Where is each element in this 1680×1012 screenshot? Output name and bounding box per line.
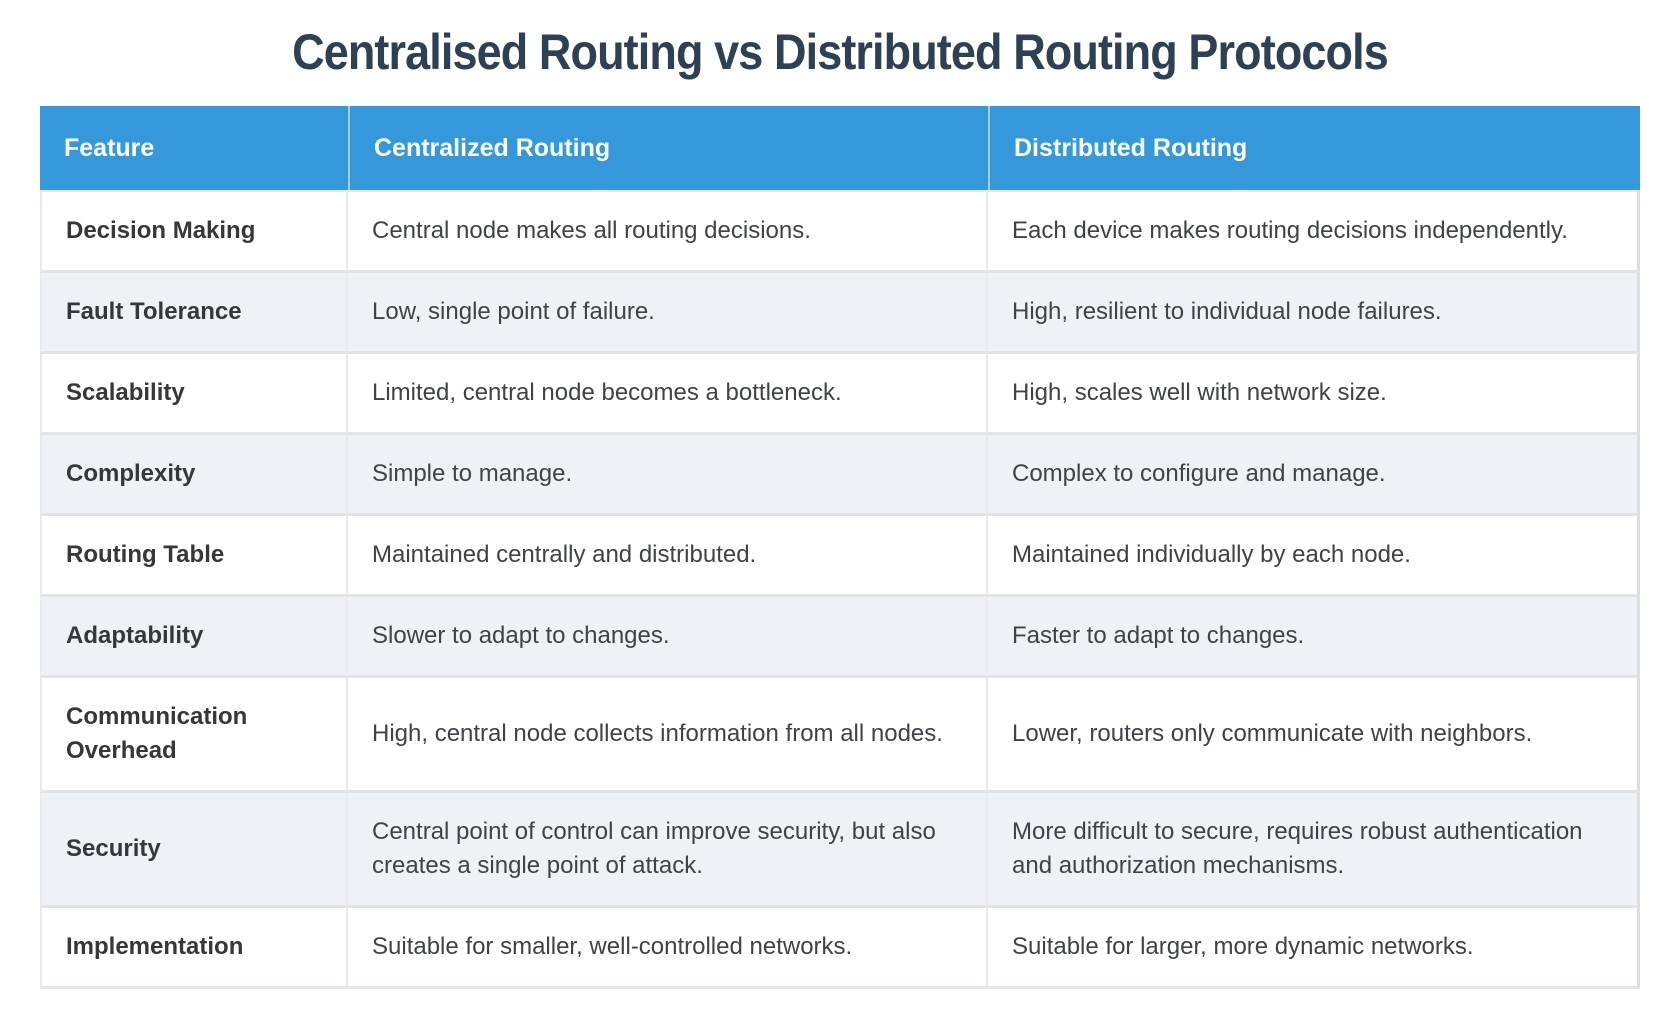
centralized-cell: Maintained centrally and distributed. bbox=[348, 516, 988, 597]
centralized-cell: Suitable for smaller, well-controlled ne… bbox=[348, 908, 988, 989]
table-row: Implementation Suitable for smaller, wel… bbox=[40, 908, 1640, 989]
feature-cell: Security bbox=[40, 793, 348, 908]
distributed-cell: High, resilient to individual node failu… bbox=[988, 273, 1640, 354]
table-header: Feature Centralized Routing Distributed … bbox=[40, 106, 1640, 190]
centralized-cell: Central point of control can improve sec… bbox=[348, 793, 988, 908]
feature-cell: Adaptability bbox=[40, 597, 348, 678]
comparison-table: Feature Centralized Routing Distributed … bbox=[40, 106, 1640, 989]
distributed-cell: Complex to configure and manage. bbox=[988, 435, 1640, 516]
distributed-cell: More difficult to secure, requires robus… bbox=[988, 793, 1640, 908]
table-body: Decision Making Central node makes all r… bbox=[40, 190, 1640, 989]
distributed-cell: Suitable for larger, more dynamic networ… bbox=[988, 908, 1640, 989]
table-row: Communication Overhead High, central nod… bbox=[40, 678, 1640, 793]
feature-cell: Communication Overhead bbox=[40, 678, 348, 793]
column-header-distributed: Distributed Routing bbox=[988, 106, 1640, 190]
table-row: Decision Making Central node makes all r… bbox=[40, 190, 1640, 273]
header-row: Feature Centralized Routing Distributed … bbox=[40, 106, 1640, 190]
distributed-cell: High, scales well with network size. bbox=[988, 354, 1640, 435]
page-title: Centralised Routing vs Distributed Routi… bbox=[292, 24, 1389, 80]
centralized-cell: Central node makes all routing decisions… bbox=[348, 190, 988, 273]
centralized-cell: High, central node collects information … bbox=[348, 678, 988, 793]
table-row: Adaptability Slower to adapt to changes.… bbox=[40, 597, 1640, 678]
distributed-cell: Lower, routers only communicate with nei… bbox=[988, 678, 1640, 793]
distributed-cell: Maintained individually by each node. bbox=[988, 516, 1640, 597]
feature-cell: Decision Making bbox=[40, 190, 348, 273]
table-row: Routing Table Maintained centrally and d… bbox=[40, 516, 1640, 597]
centralized-cell: Simple to manage. bbox=[348, 435, 988, 516]
feature-cell: Complexity bbox=[40, 435, 348, 516]
feature-cell: Scalability bbox=[40, 354, 348, 435]
centralized-cell: Limited, central node becomes a bottlene… bbox=[348, 354, 988, 435]
distributed-cell: Faster to adapt to changes. bbox=[988, 597, 1640, 678]
distributed-cell: Each device makes routing decisions inde… bbox=[988, 190, 1640, 273]
column-header-centralized: Centralized Routing bbox=[348, 106, 988, 190]
feature-cell: Fault Tolerance bbox=[40, 273, 348, 354]
column-header-feature: Feature bbox=[40, 106, 348, 190]
feature-cell: Routing Table bbox=[40, 516, 348, 597]
table-row: Fault Tolerance Low, single point of fai… bbox=[40, 273, 1640, 354]
centralized-cell: Slower to adapt to changes. bbox=[348, 597, 988, 678]
feature-cell: Implementation bbox=[40, 908, 348, 989]
page: Centralised Routing vs Distributed Routi… bbox=[0, 22, 1680, 1012]
centralized-cell: Low, single point of failure. bbox=[348, 273, 988, 354]
table-row: Scalability Limited, central node become… bbox=[40, 354, 1640, 435]
table-row: Complexity Simple to manage. Complex to … bbox=[40, 435, 1640, 516]
table-row: Security Central point of control can im… bbox=[40, 793, 1640, 908]
